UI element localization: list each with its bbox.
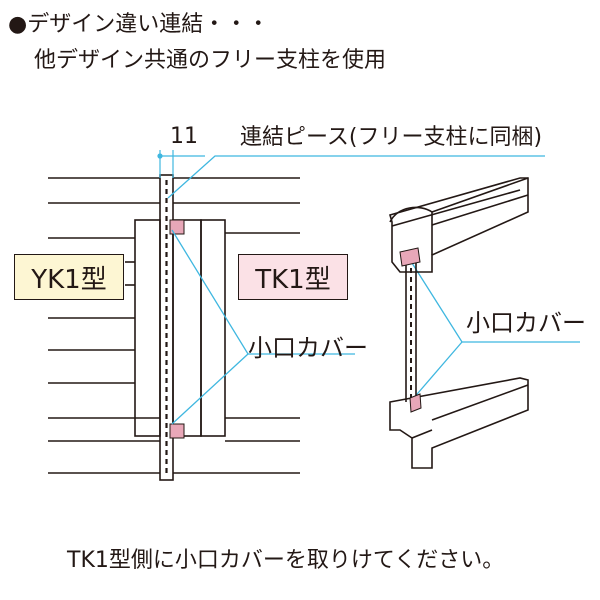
footer-note: TK1型側に小口カバーを取りけてください。 — [67, 548, 505, 573]
tk1-frame-post-inner — [172, 219, 202, 437]
tk1-frame-post-outer — [200, 219, 226, 437]
left-front-view — [48, 174, 300, 481]
yk1-slats — [48, 177, 160, 474]
dimension-marker — [157, 150, 205, 178]
yk1-type-badge: YK1型 — [14, 254, 124, 300]
tk1-slats — [173, 177, 300, 474]
heading-line-2: 他デザイン共通のフリー支柱を使用 — [34, 48, 387, 73]
right-perspective-view — [389, 177, 529, 469]
tk1-type-badge: TK1型 — [238, 254, 348, 300]
heading-line-1: ●デザイン違い連結・・・ — [8, 12, 270, 37]
end-cap-callout-left: 小口カバー — [248, 334, 368, 362]
end-cap-bottom-left-view — [169, 423, 185, 439]
dimension-label: 11 — [170, 124, 198, 149]
yk1-frame-post — [134, 219, 161, 437]
end-cap-top-right-view — [399, 247, 421, 267]
end-cap-bottom-right-view — [409, 393, 422, 413]
end-cap-top-left-view — [169, 219, 185, 235]
leader-lines — [167, 155, 580, 425]
end-cap-callout-right: 小口カバー — [466, 309, 586, 337]
connecting-piece-callout: 連結ピース(フリー支柱に同梱) — [240, 125, 543, 150]
